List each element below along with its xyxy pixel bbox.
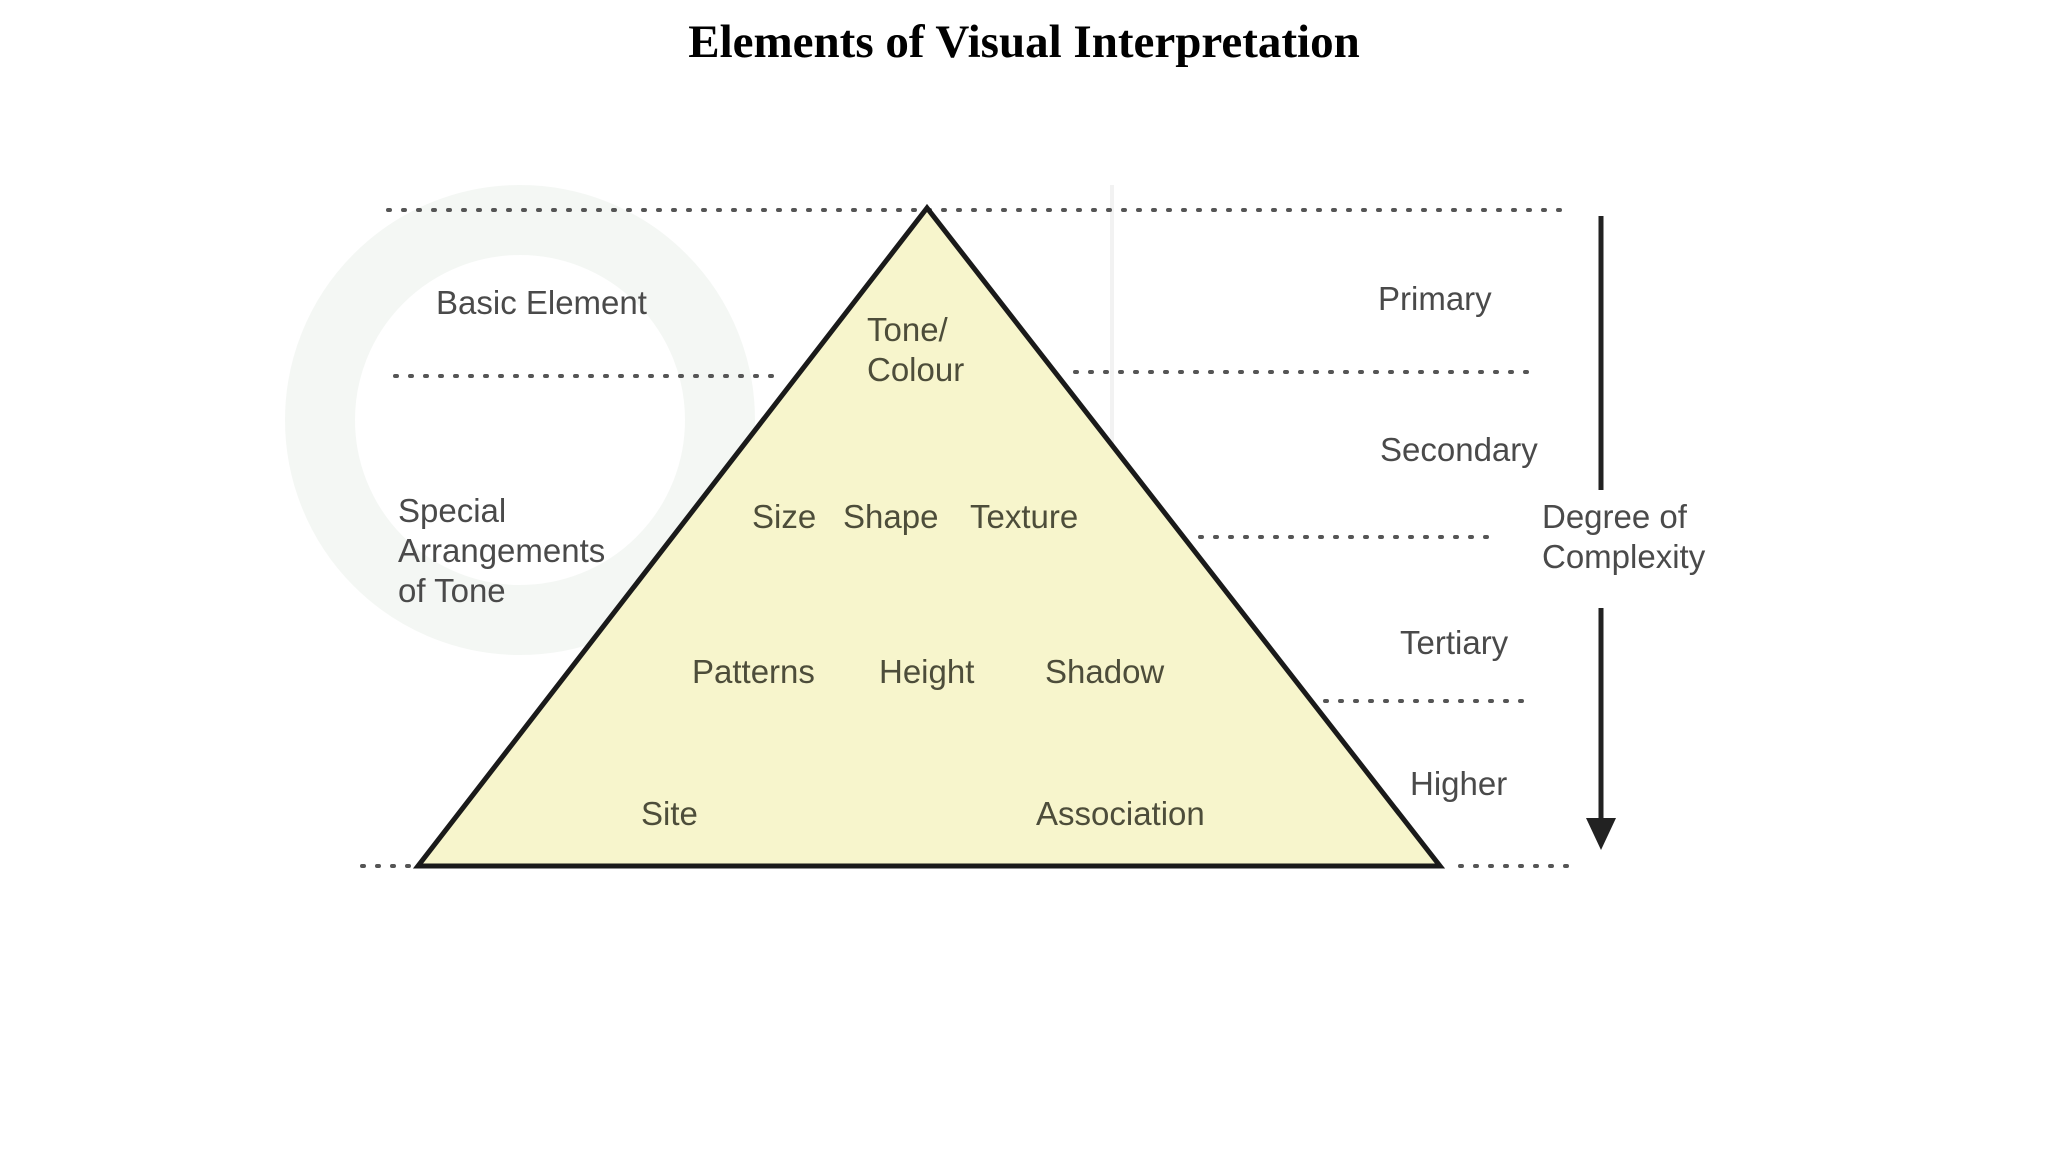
label-special-line3: of Tone (398, 572, 506, 609)
axis-label-line2: Complexity (1542, 538, 1706, 575)
element-height: Height (879, 653, 974, 690)
element-site: Site (641, 795, 698, 832)
label-basic-element: Basic Element (436, 284, 647, 321)
level-higher: Higher (1410, 765, 1507, 802)
axis-label-line1: Degree of (1542, 498, 1688, 535)
element-association: Association (1036, 795, 1205, 832)
label-special-line2: Arrangements (398, 532, 605, 569)
element-size: Size (752, 498, 816, 535)
slide-title: Elements of Visual Interpretation (688, 16, 1360, 68)
element-texture: Texture (970, 498, 1078, 535)
level-tertiary: Tertiary (1400, 624, 1509, 661)
element-tone-line2: Colour (867, 351, 964, 388)
element-shadow: Shadow (1045, 653, 1164, 690)
complexity-arrow (1586, 216, 1616, 850)
level-dividers (360, 208, 1572, 868)
element-patterns: Patterns (692, 653, 815, 690)
pyramid-triangle (412, 203, 1446, 869)
arrow-head (1586, 818, 1616, 850)
level-secondary: Secondary (1380, 431, 1538, 468)
label-special-line1: Special (398, 492, 506, 529)
level-primary: Primary (1378, 280, 1492, 317)
element-shape: Shape (843, 498, 938, 535)
element-tone-line1: Tone/ (867, 311, 949, 348)
